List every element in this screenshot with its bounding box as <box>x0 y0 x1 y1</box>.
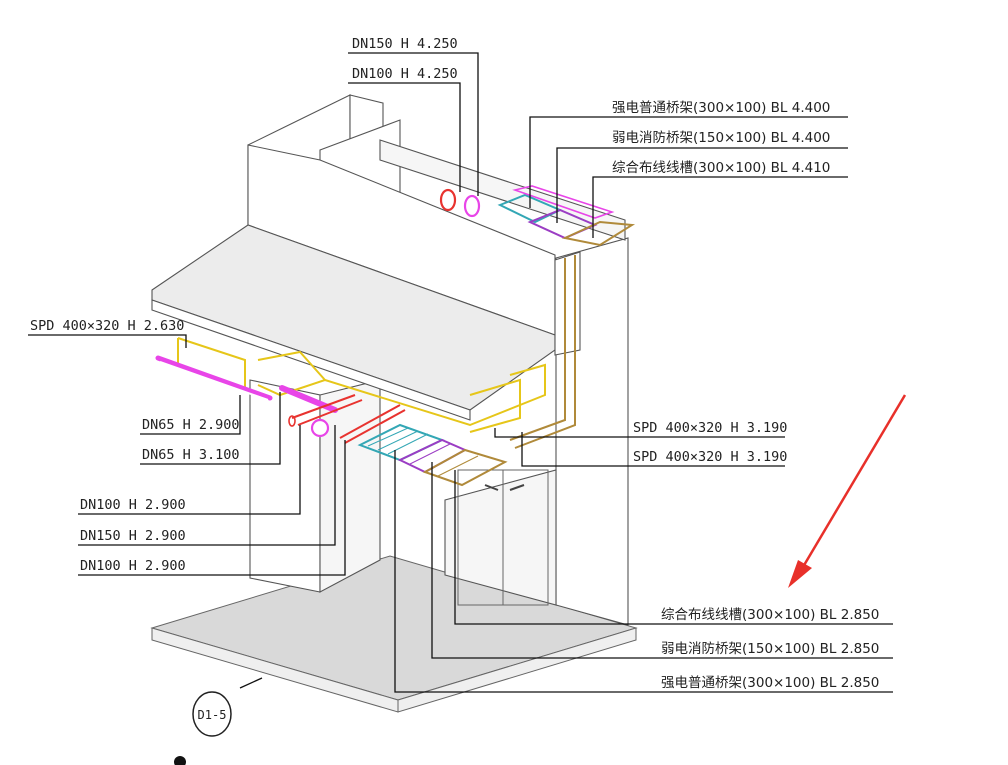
label-dn100-top: DN100 H 4.250 <box>352 66 458 82</box>
cursor-blob-icon <box>174 756 186 765</box>
label-cabling-low: 综合布线线槽(300×100) BL 2.850 <box>661 607 879 623</box>
section-mark-label: D1-5 <box>198 708 227 722</box>
top-water-pipe <box>463 194 481 218</box>
red-arrow-icon <box>788 394 907 588</box>
label-weak-fire-tray-low: 弱电消防桥架(150×100) BL 2.850 <box>661 641 879 657</box>
label-strong-tray-low: 强电普通桥架(300×100) BL 2.850 <box>661 675 879 691</box>
label-spd-right-1: SPD 400×320 H 3.190 <box>633 420 787 436</box>
section-marker: D1-5 <box>192 691 232 737</box>
top-services <box>439 185 636 449</box>
label-dn150-low: DN150 H 2.900 <box>80 528 186 544</box>
duct-to-right <box>324 363 546 427</box>
left-column <box>249 379 381 593</box>
left-duct <box>177 337 246 392</box>
label-dn65-2: DN65 H 3.100 <box>142 447 240 463</box>
upper-structure <box>151 94 626 421</box>
label-spd-left: SPD 400×320 H 2.630 <box>30 318 184 334</box>
red-pipe-1 <box>291 394 356 419</box>
low-trunking <box>422 448 508 487</box>
label-dn100-2: DN100 H 2.900 <box>80 558 186 574</box>
label-dn100-1: DN100 H 2.900 <box>80 497 186 513</box>
horizontal-water-pipe <box>155 355 273 401</box>
top-fire-pipe <box>439 188 457 212</box>
annotation-labels: DN150 H 4.250 DN100 H 4.250 强电普通桥架(300×1… <box>30 36 879 691</box>
label-weak-fire-tray-top: 弱电消防桥架(150×100) BL 4.400 <box>612 130 830 146</box>
floor-slab <box>150 555 638 713</box>
label-spd-right-2: SPD 400×320 H 3.190 <box>633 449 787 465</box>
label-strong-tray-top: 强电普通桥架(300×100) BL 4.400 <box>612 100 830 116</box>
label-dn65-1: DN65 H 2.900 <box>142 417 240 433</box>
top-trunking <box>561 220 636 247</box>
leader-lines <box>28 52 893 693</box>
vertical-trunking <box>509 258 566 441</box>
label-cabling-top: 综合布线线槽(300×100) BL 4.410 <box>612 160 830 176</box>
lower-services <box>155 337 546 487</box>
label-dn150-top: DN150 H 4.250 <box>352 36 458 52</box>
